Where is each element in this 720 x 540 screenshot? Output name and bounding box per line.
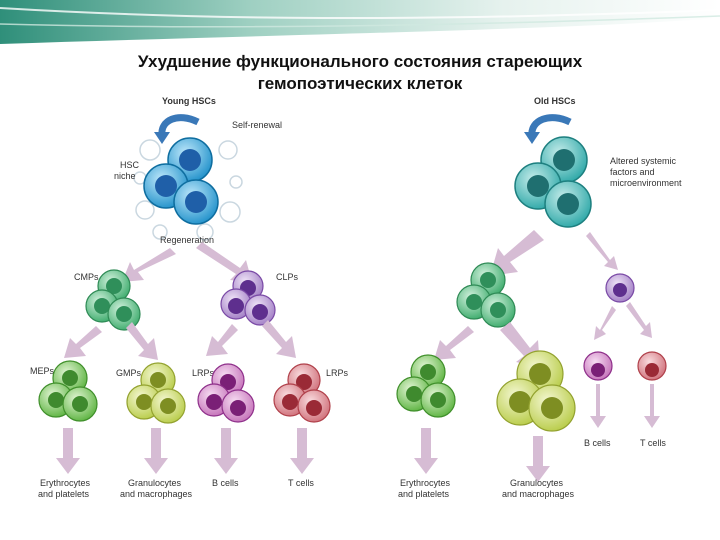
- young-granulocytes-label-line-2: and macrophages: [120, 489, 193, 499]
- young-erythrocytes-label-line-2: and platelets: [38, 489, 90, 499]
- young-arrow-erythrocytes: [56, 428, 80, 474]
- young-arrow-granulocytes: [144, 428, 168, 474]
- young-bcells-label: B cells: [212, 478, 239, 488]
- old-mep-cluster: [396, 354, 456, 418]
- old-tcells-label: T cells: [640, 438, 666, 448]
- old-arrow-erythrocytes: [414, 428, 438, 474]
- old-lrp-b-cell: [583, 351, 613, 381]
- clp-fork-arrow-right: [262, 320, 296, 358]
- old-erythrocytes-label-line-2: and platelets: [398, 489, 450, 499]
- lrp-t-cluster: [273, 363, 331, 423]
- slide-title-line-1: Ухудшение функционального состояния стар…: [137, 52, 583, 71]
- old-cmp-fork-arrow-left: [434, 326, 474, 360]
- altered-factors-label-line-1: Altered systemic: [610, 156, 677, 166]
- hsc-niche-label-line-1: HSC: [120, 160, 140, 170]
- old-erythrocytes-label-line-1: Erythrocytes: [400, 478, 451, 488]
- old-fork-arrow-left: [490, 230, 544, 276]
- mep-cluster: [38, 360, 98, 422]
- regeneration-label: Regeneration: [160, 235, 214, 245]
- young-arrow-tcells: [290, 428, 314, 474]
- gmps-label: GMPs: [116, 368, 142, 378]
- young-erythrocytes-label-line-1: Erythrocytes: [40, 478, 91, 488]
- young-arrow-bcells: [214, 428, 238, 474]
- young-tcells-label: T cells: [288, 478, 314, 488]
- old-arrow-tcells: [644, 384, 660, 428]
- cmp-fork-arrow-right: [126, 322, 158, 360]
- old-granulocytes-label-line-1: Granulocytes: [510, 478, 564, 488]
- young-fork-arrow-left: [122, 248, 176, 282]
- old-clp-fork-arrow-right: [626, 302, 652, 338]
- lrps-b-label: LRPs: [192, 368, 215, 378]
- header-banner: [0, 0, 720, 44]
- old-hsc-cluster: [514, 136, 592, 228]
- old-fork-arrow-right: [586, 232, 618, 270]
- old-cmp-cluster: [456, 262, 516, 328]
- old-bcells-label: B cells: [584, 438, 611, 448]
- old-clp-fork-arrow-left: [594, 306, 616, 340]
- hsc-niche-label-line-2: niche: [114, 171, 136, 181]
- lrp-b-cluster: [197, 363, 255, 423]
- clp-cluster: [220, 270, 276, 326]
- altered-factors-label-line-3: microenvironment: [610, 178, 682, 188]
- altered-factors-label-line-2: factors and: [610, 167, 655, 177]
- cmp-fork-arrow-left: [64, 326, 102, 358]
- gmp-cluster: [126, 362, 186, 424]
- old-clp-cell: [605, 273, 635, 303]
- clp-fork-arrow-left: [206, 324, 238, 356]
- young-hsc-cluster: [143, 137, 219, 225]
- old-arrow-granulocytes: [526, 436, 550, 482]
- meps-label: MEPs: [30, 366, 55, 376]
- clps-label: CLPs: [276, 272, 299, 282]
- lrps-t-label: LRPs: [326, 368, 349, 378]
- self-renewal-label: Self-renewal: [232, 120, 282, 130]
- cmps-label: CMPs: [74, 272, 99, 282]
- old-hscs-label: Old HSCs: [534, 96, 576, 106]
- old-gmp-cluster: [496, 350, 576, 432]
- hsc-niche-background: [133, 139, 243, 241]
- young-hscs-label: Young HSCs: [162, 96, 216, 106]
- young-granulocytes-label-line-1: Granulocytes: [128, 478, 182, 488]
- old-granulocytes-label-line-2: and macrophages: [502, 489, 575, 499]
- old-lrp-t-cell: [637, 351, 667, 381]
- young-fork-arrow-right: [196, 242, 252, 282]
- old-arrow-bcells: [590, 384, 606, 428]
- slide-title-line-2: гемопоэтических клеток: [257, 74, 463, 93]
